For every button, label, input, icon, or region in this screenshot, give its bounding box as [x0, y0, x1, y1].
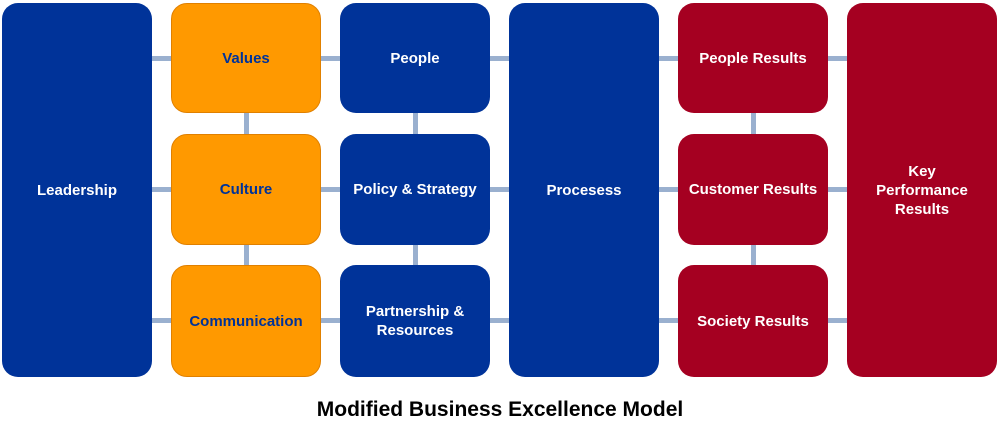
values-label: Values [222, 49, 270, 67]
leadership-label: Leadership [36, 181, 118, 199]
connector-row-2 [150, 187, 850, 192]
connector-row-3 [150, 318, 850, 323]
communication-label: Communication [189, 312, 303, 330]
connector-row-1 [150, 56, 850, 61]
customer-results-box: Customer Results [678, 134, 828, 245]
partnership-resources-label: Partnership & Resources [365, 303, 465, 339]
processes-label: Procesess [546, 181, 622, 199]
policy-strategy-label: Policy & Strategy [353, 181, 477, 198]
processes-box: Procesess [509, 3, 659, 377]
society-results-box: Society Results [678, 265, 828, 377]
key-performance-results-box: Key Performance Results [847, 3, 997, 377]
culture-box: Culture [171, 134, 321, 245]
people-results-label: People Results [699, 49, 807, 67]
key-performance-results-label: Key Performance Results [876, 162, 968, 218]
culture-label: Culture [219, 181, 273, 198]
people-results-box: People Results [678, 3, 828, 113]
customer-results-label: Customer Results [688, 181, 818, 198]
values-box: Values [171, 3, 321, 113]
society-results-label: Society Results [697, 312, 809, 330]
people-label: People [390, 49, 440, 67]
diagram-title: Modified Business Excellence Model [316, 398, 684, 421]
policy-strategy-box: Policy & Strategy [340, 134, 490, 245]
partnership-resources-box: Partnership & Resources [340, 265, 490, 377]
people-box: People [340, 3, 490, 113]
leadership-box: Leadership [2, 3, 152, 377]
communication-box: Communication [171, 265, 321, 377]
